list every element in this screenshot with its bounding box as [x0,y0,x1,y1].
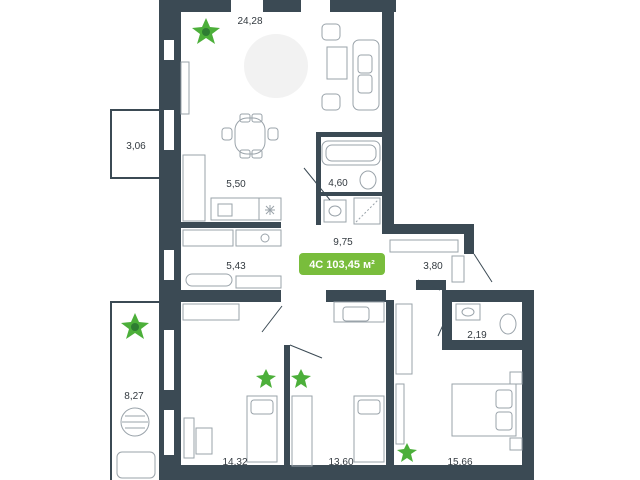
room-area-living: 24,28 [237,16,262,27]
room-area-bedroom-middle: 13,60 [328,457,353,468]
bathroom-furniture [321,140,381,225]
snowflake-icon [265,205,275,215]
right-bedroom-furniture [395,303,523,451]
loggia-bottom-furniture [116,407,156,479]
room-labels: 24,28 3,06 5,50 4,60 9,75 5,43 3,80 2,19… [124,16,487,468]
room-area-loggia-top: 3,06 [126,141,146,152]
inner-walls [181,132,534,470]
windows [164,40,174,455]
plant-icon [121,313,149,339]
plant-icon [291,369,311,388]
wc-furniture [455,303,517,335]
plant-icon [256,369,276,388]
room-area-wc: 2,19 [467,330,487,341]
kitchen-furniture [182,154,282,222]
plant-icon [192,18,220,44]
plant-icon [397,443,417,462]
room-area-bedroom-left: 14,32 [222,457,247,468]
left-bedroom-furniture [182,303,278,463]
outer-walls [159,0,534,480]
room-area-corridor: 3,80 [423,261,443,272]
living-room-furniture [180,23,380,159]
middle-bedroom-furniture [291,301,385,467]
storage-furniture [182,229,282,289]
area-badge-label: 4С 103,45 м² [309,259,375,271]
room-area-hall: 9,75 [333,237,353,248]
room-area-storage: 5,43 [226,261,246,272]
room-area-loggia-bottom: 8,27 [124,391,144,402]
area-badge: 4С 103,45 м² [299,253,385,275]
corridor-furniture [389,239,465,283]
room-area-bathroom: 4,60 [328,178,348,189]
room-area-bedroom-right: 15,66 [447,457,472,468]
doors [261,167,493,359]
room-area-kitchen: 5,50 [226,179,246,190]
